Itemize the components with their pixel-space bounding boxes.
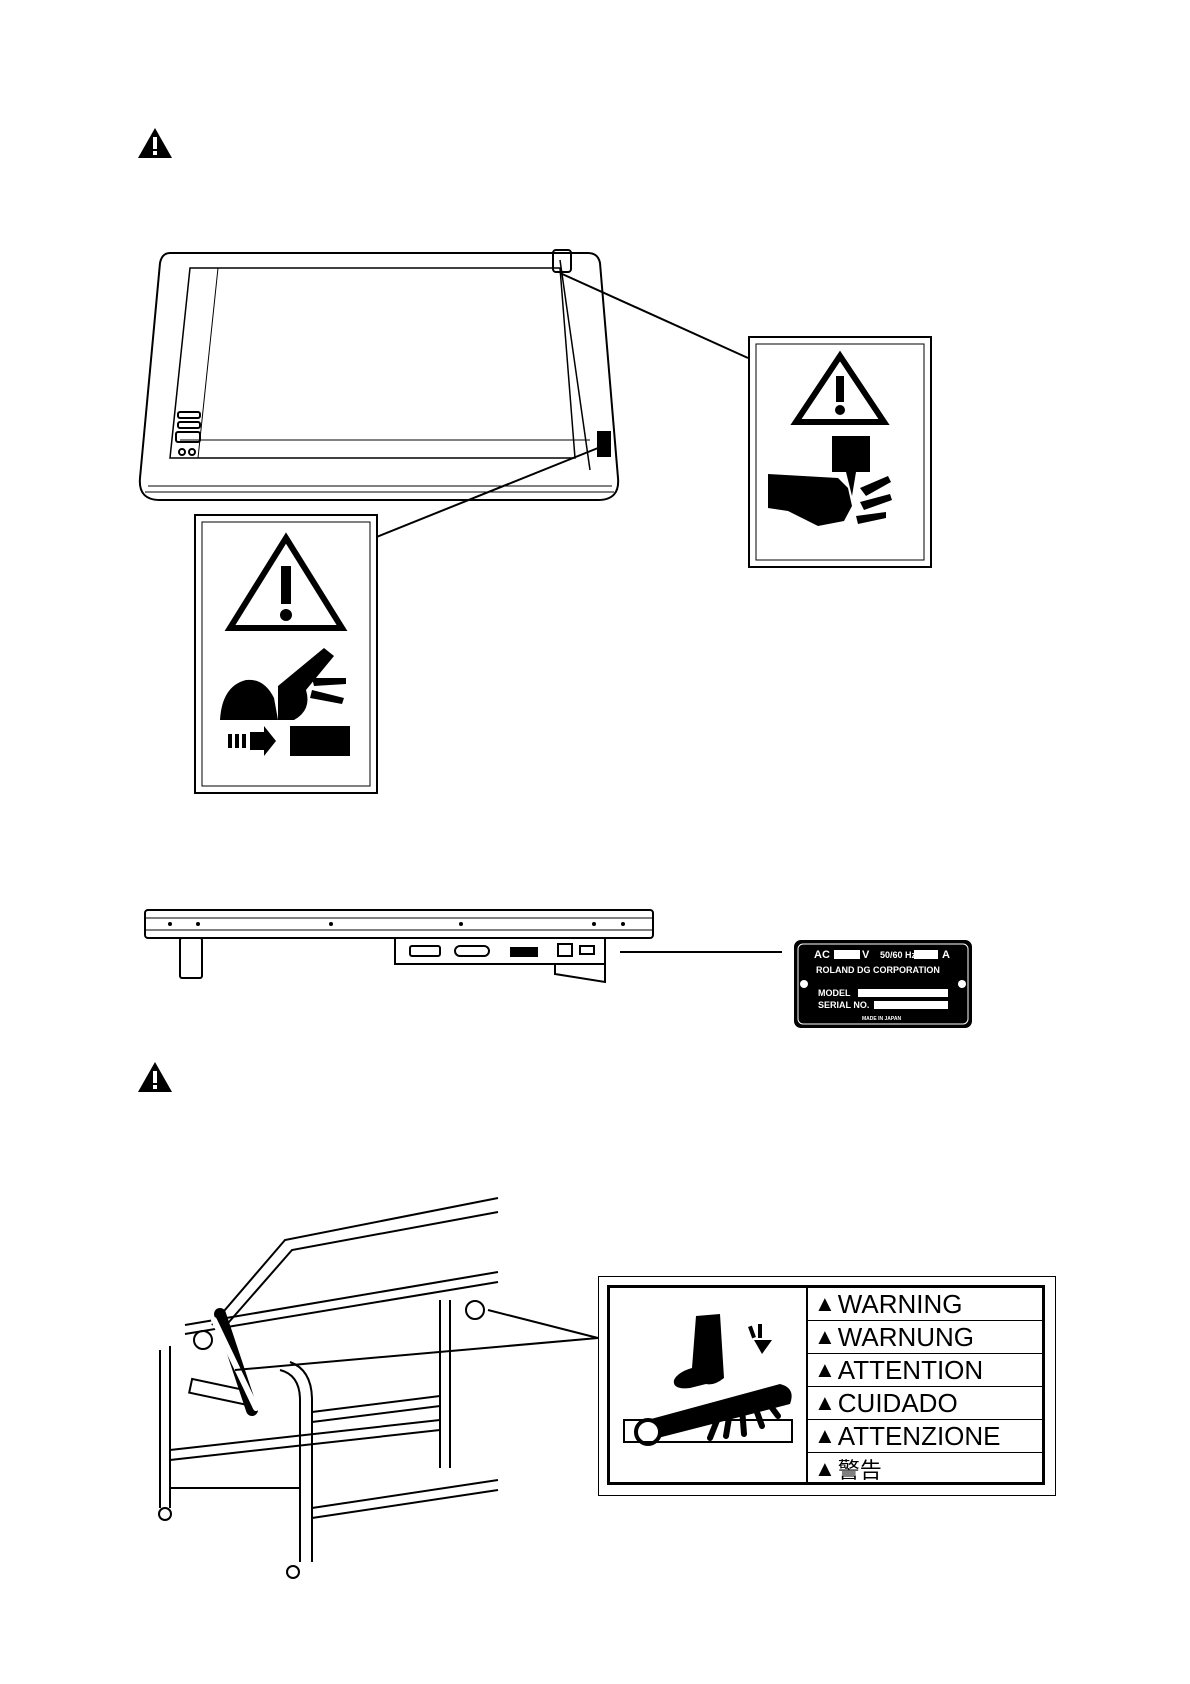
warning-triangle-icon: ▲ [814,1291,836,1317]
warning-row-fr: ▲ATTENTION [808,1354,1042,1387]
foot-hazard-label: ▲WARNING ▲WARNUNG ▲ATTENTION ▲CUIDADO ▲A… [598,1276,1056,1496]
warning-triangle-icon: ▲ [814,1357,836,1383]
warning-row-it: ▲ATTENZIONE [808,1420,1042,1453]
warning-triangle-icon: ▲ [814,1456,836,1482]
foot-crush-hazard-icon [610,1288,806,1482]
warning-triangle-icon: ▲ [814,1423,836,1449]
warning-row-es: ▲CUIDADO [808,1387,1042,1420]
warning-triangle-icon: ▲ [814,1324,836,1350]
warning-row-en: ▲WARNING [808,1288,1042,1321]
warning-row-de: ▲WARNUNG [808,1321,1042,1354]
warning-triangle-icon: ▲ [814,1390,836,1416]
warning-language-list: ▲WARNING ▲WARNUNG ▲ATTENTION ▲CUIDADO ▲A… [808,1288,1042,1485]
warning-row-ja: ▲警告 [808,1453,1042,1485]
